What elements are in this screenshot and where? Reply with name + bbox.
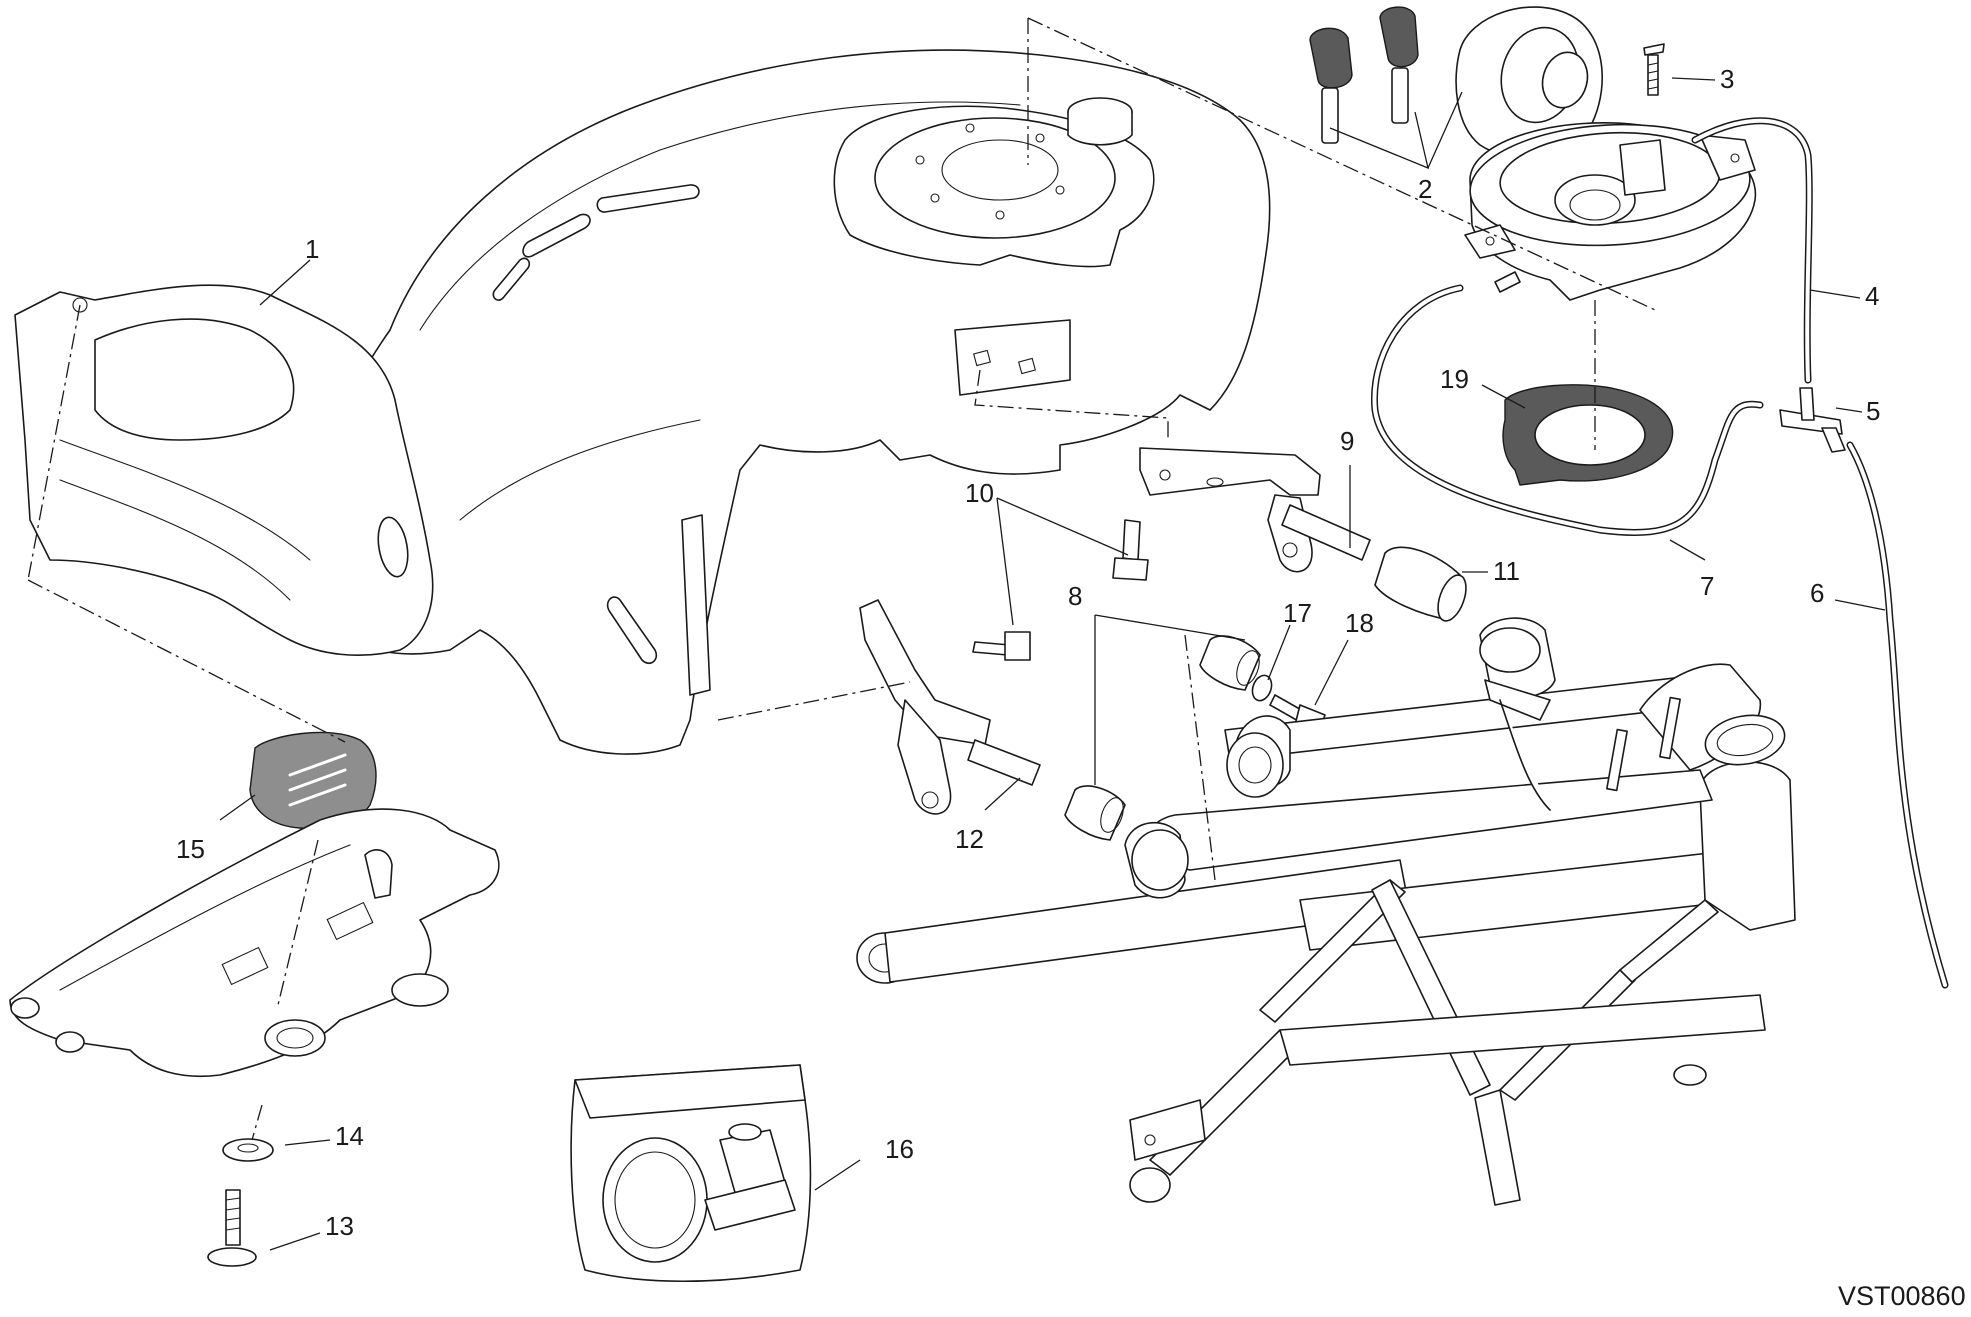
callout-9: 9 [1340, 426, 1354, 456]
upper-bracket [1139, 447, 1371, 573]
rubber-bushing-upper [1374, 546, 1467, 622]
diagram-code: VST00860 [1838, 1281, 1966, 1311]
washer [1251, 674, 1273, 702]
assembly-lines [27, 17, 1656, 1141]
lower-bracket [859, 599, 1041, 815]
rubber-pad [249, 731, 377, 829]
callouts: 1 2 3 4 5 6 7 8 9 10 11 12 13 14 15 16 1… [176, 64, 1880, 1241]
fuel-filler-cap [1455, 6, 1757, 301]
grommet [222, 1138, 274, 1162]
callout-1: 1 [305, 234, 319, 264]
callout-14: 14 [335, 1121, 364, 1151]
cap-screw [1643, 43, 1665, 96]
callout-3: 3 [1720, 64, 1734, 94]
callout-4: 4 [1865, 281, 1879, 311]
bolt-lower [972, 631, 1031, 661]
callout-13: 13 [325, 1211, 354, 1241]
filler-gasket [1502, 384, 1674, 486]
callout-12: 12 [955, 824, 984, 854]
motorcycle-frame [856, 617, 1796, 1206]
callout-18: 18 [1345, 608, 1374, 638]
ignition-keys [1309, 6, 1419, 144]
support-plate [9, 808, 500, 1078]
callout-16: 16 [885, 1134, 914, 1164]
callout-10: 10 [965, 478, 994, 508]
callout-2: 2 [1418, 174, 1432, 204]
callout-17: 17 [1283, 598, 1312, 628]
rubber-bushing-lower [1064, 635, 1261, 841]
leader-lines [219, 77, 1886, 1251]
callout-6: 6 [1810, 578, 1824, 608]
callout-7: 7 [1700, 571, 1714, 601]
tank-front-cover [14, 284, 434, 656]
callout-11: 11 [1493, 556, 1520, 586]
fuel-tank [306, 49, 1271, 755]
mounting-bolt [207, 1189, 257, 1267]
callout-19: 19 [1440, 364, 1469, 394]
breather-hoses [1370, 117, 1949, 989]
tank-underside-detail [570, 1064, 812, 1282]
callout-15: 15 [176, 834, 205, 864]
callout-8: 8 [1068, 581, 1082, 611]
bolt-upper [1112, 519, 1149, 581]
callout-5: 5 [1866, 396, 1880, 426]
